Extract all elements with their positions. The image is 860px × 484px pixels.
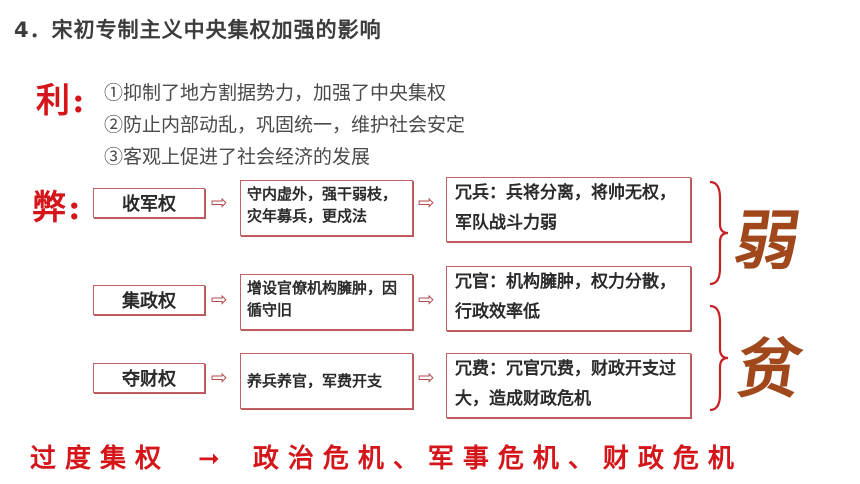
label-poor: 贫 <box>731 332 807 407</box>
conclusion-line: 过度集权 ➞ 政治危机、军事危机、财政危机 <box>30 438 743 475</box>
arrow-icon: ⇨ <box>418 287 435 311</box>
bracket-poor <box>709 304 729 412</box>
result-box-military: 冗兵：兵将分离，将帅无权，军队战斗力弱 <box>446 177 691 242</box>
label-weak: 弱 <box>729 204 805 279</box>
measure-box-political: 增设官僚机构臃肿，因循守旧 <box>240 274 413 330</box>
pros-item-2: ②防止内部动乱，巩固统一，维护社会安定 <box>104 114 466 136</box>
measure-box-military: 守内虚外，强干弱枝，灾年募兵，更戍法 <box>240 180 413 236</box>
source-box-military: 收军权 <box>93 188 205 218</box>
result-box-financial: 冗费：冗官冗费，财政开支过大，造成财政危机 <box>446 353 691 418</box>
pros-item-1: ①抑制了地方割据势力，加强了中央集权 <box>104 82 447 104</box>
bracket-weak <box>709 180 729 286</box>
arrow-icon: ⇨ <box>211 365 228 389</box>
source-box-political: 集政权 <box>93 285 205 315</box>
measure-box-financial: 养兵养官，军费开支 <box>240 353 413 409</box>
conclusion-left: 过度集权 <box>30 444 171 474</box>
conclusion-right: 政治危机、军事危机、财政危机 <box>252 444 743 474</box>
right-arrow-icon: ➞ <box>198 444 229 474</box>
arrow-icon: ⇨ <box>211 190 228 214</box>
arrow-icon: ⇨ <box>418 365 435 389</box>
pros-item-3: ③客观上促进了社会经济的发展 <box>104 146 371 168</box>
pros-heading: 利: <box>36 81 87 121</box>
result-box-political: 冗官：机构臃肿，权力分散，行政效率低 <box>446 266 691 331</box>
arrow-icon: ⇨ <box>211 287 228 311</box>
source-box-financial: 夺财权 <box>93 363 205 393</box>
page-title: 4．宋初专制主义中央集权加强的影响 <box>14 18 382 42</box>
arrow-icon: ⇨ <box>418 190 435 214</box>
cons-heading: 弊: <box>32 188 83 228</box>
